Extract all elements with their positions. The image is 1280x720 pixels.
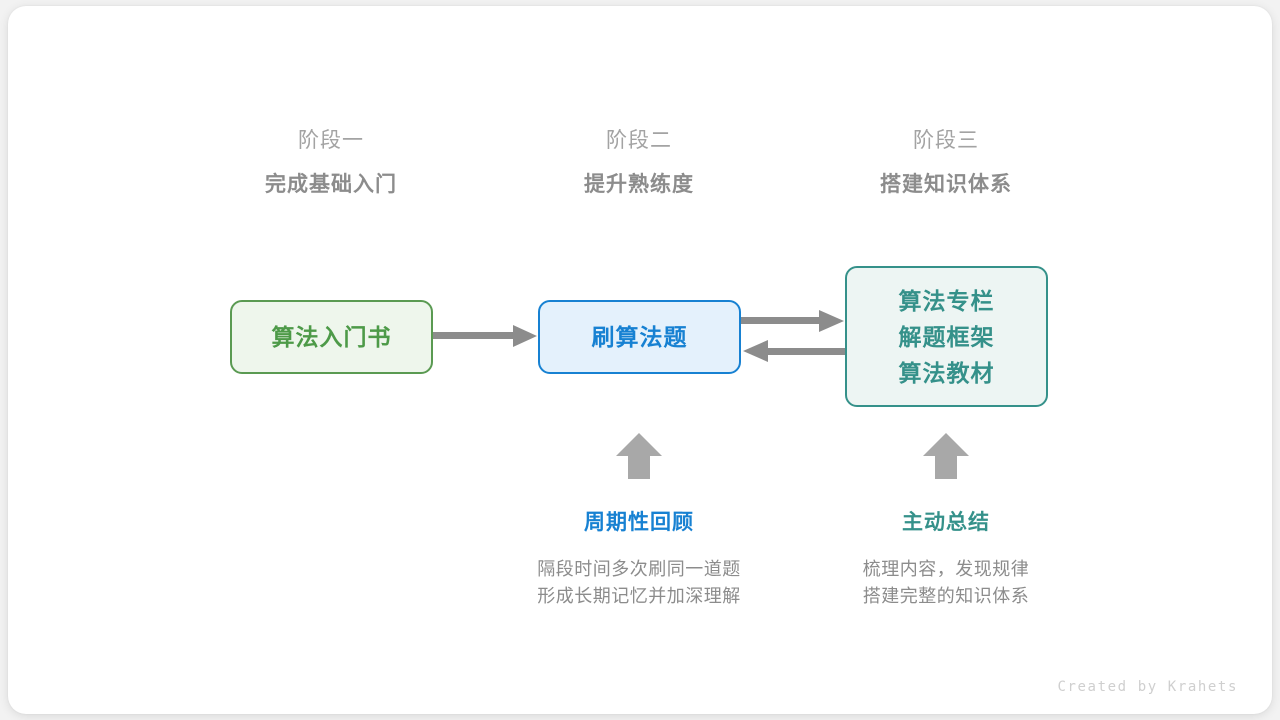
stage-2-subtitle: 阶段二 — [606, 129, 672, 152]
stage-1-title: 完成基础入门 — [265, 173, 397, 196]
note-summary-title: 主动总结 — [902, 511, 990, 534]
stage-2-title: 提升熟练度 — [584, 173, 694, 196]
note-review-desc-line-2: 形成长期记忆并加深理解 — [537, 586, 741, 606]
node-algorithm-intro-book[interactable]: 算法入门书 — [230, 300, 433, 374]
node-practice-line-1: 刷算法题 — [591, 324, 688, 350]
note-summary-description: 梳理内容，发现规律 搭建完整的知识体系 — [786, 556, 1106, 610]
note-active-summary: 主动总结 梳理内容，发现规律 搭建完整的知识体系 — [786, 508, 1106, 610]
watermark-credit: Created by Krahets — [1057, 679, 1238, 695]
node-book-line-1: 算法入门书 — [271, 324, 392, 350]
node-practice-problems[interactable]: 刷算法题 — [538, 300, 741, 374]
note-review-description: 隔段时间多次刷同一道题 形成长期记忆并加深理解 — [479, 556, 799, 610]
stage-header-1: 阶段一 完成基础入门 — [201, 126, 461, 201]
stage-header-3: 阶段三 搭建知识体系 — [816, 126, 1076, 201]
stage-3-title: 搭建知识体系 — [880, 173, 1012, 196]
stage-1-subtitle: 阶段一 — [298, 129, 364, 152]
note-summary-desc-line-1: 梳理内容，发现规律 — [862, 559, 1030, 579]
note-summary-desc-line-2: 搭建完整的知识体系 — [862, 586, 1030, 606]
note-periodic-review: 周期性回顾 隔段时间多次刷同一道题 形成长期记忆并加深理解 — [479, 508, 799, 610]
stage-header-2: 阶段二 提升熟练度 — [509, 126, 769, 201]
node-resources-line-2: 解题框架 — [898, 323, 995, 350]
node-knowledge-resources[interactable]: 算法专栏 解题框架 算法教材 — [845, 266, 1048, 407]
node-resources-line-3: 算法教材 — [898, 359, 995, 386]
stage-3-subtitle: 阶段三 — [913, 129, 979, 152]
note-review-title: 周期性回顾 — [584, 511, 694, 534]
node-resources-line-1: 算法专栏 — [898, 287, 995, 314]
note-review-desc-line-1: 隔段时间多次刷同一道题 — [537, 559, 741, 579]
